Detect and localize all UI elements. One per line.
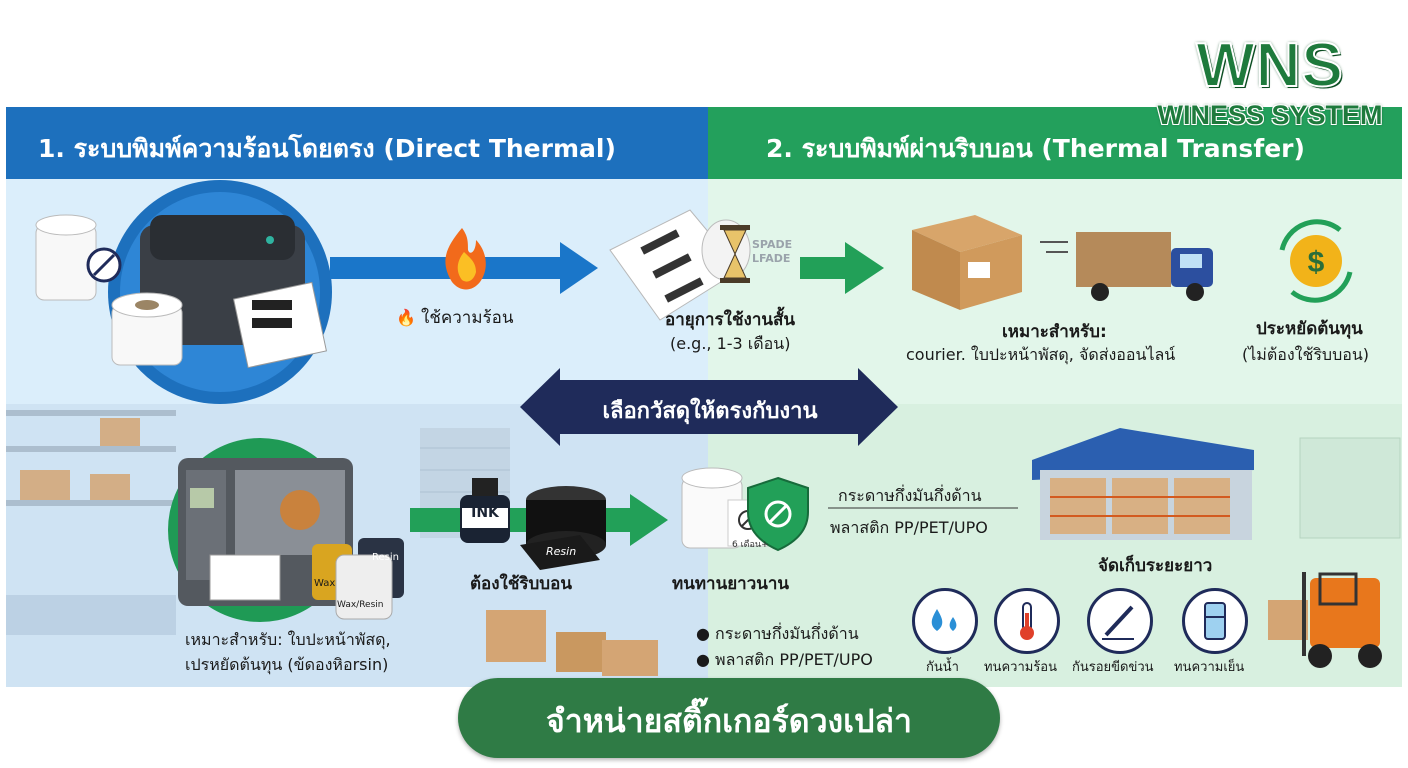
bullet-1: ● กระดาษกึ่งมันกึ่งด้าน	[696, 624, 859, 643]
blank-label-rolls	[35, 214, 183, 366]
storage-label: จัดเก็บระยะยาว	[1098, 556, 1213, 576]
ribbon-required-label: ต้องใช้ริบบอน	[470, 574, 572, 594]
ribbon-rolls-illustration	[312, 538, 404, 620]
logo-sub-text: WINESS SYSTEM	[1157, 100, 1383, 130]
to-courier-arrow	[800, 242, 884, 294]
thermal-transfer-title: 2. ระบบพิมพ์ผ่านริบบอน (Thermal Transfer…	[766, 134, 1305, 163]
roll-waxresin-label: Wax/Resin	[337, 600, 384, 610]
blank-sticker-banner: จำหน่ายสติ๊กเกอร์ดวงเปล่า	[458, 678, 1000, 758]
waterproof-icon	[912, 588, 978, 654]
center-banner-text: เลือกวัสดุให้ตรงกับงาน	[602, 399, 818, 424]
feature-label-3: กันรอยขีดข่วน	[1072, 660, 1154, 675]
svg-text:$: $	[1308, 246, 1325, 279]
cost-saving-dollar-icon: $	[1279, 219, 1353, 303]
material-1: กระดาษกึ่งมันกึ่งด้าน	[838, 486, 982, 505]
parcel-box-illustration	[912, 215, 1022, 310]
lifespan-sub: (e.g., 1-3 เดือน)	[670, 334, 791, 353]
heat-label-row: 🔥 ใช้ความร้อน	[396, 304, 514, 331]
fridge-icon	[1182, 588, 1248, 654]
ink-label: INK	[471, 505, 499, 521]
bullet-2: ● พลาสติก PP/PET/UPO	[696, 650, 873, 669]
save-cost-sub: (ไม่ต้องใช้ริบบอน)	[1242, 345, 1370, 364]
small-flame-icon: 🔥	[396, 308, 416, 327]
fade-watermark-line-2: LFADE	[752, 252, 791, 265]
shield-icon	[747, 476, 809, 552]
suitable-line-2: เปรหยัดต้นทุน (ข้ดองหิอrsin)	[185, 655, 389, 674]
save-cost-label: ประหยัดต้นทุน	[1256, 319, 1363, 339]
lifespan-label: อายุการใช้งานสั้น	[665, 310, 795, 330]
durable-badge: 6 เดือน+	[732, 540, 769, 550]
industrial-printer-illustration	[168, 438, 353, 622]
wns-logo: WNS WINESS SYSTEM	[1150, 30, 1390, 135]
fade-watermark-line-1: SPADE	[752, 238, 793, 251]
roll-resin-label: Resin	[372, 552, 399, 563]
bullet-1-text: กระดาษกึ่งมันกึ่งด้าน	[715, 624, 859, 643]
suitable-label: เหมาะสำหรับ:	[1002, 322, 1107, 342]
direct-thermal-header: 1. ระบบพิมพ์ความร้อนโดยตรง (Direct Therm…	[6, 107, 708, 179]
feature-label-2: ทนความร้อน	[984, 660, 1057, 675]
feature-label-4: ทนความเย็น	[1174, 660, 1245, 675]
material-2: พลาสติก PP/PET/UPO	[830, 518, 988, 537]
thermometer-icon	[994, 588, 1060, 654]
heat-label: ใช้ความร้อน	[421, 308, 514, 328]
suitable-line-1: เหมาะสำหรับ: ใบปะหน้าพัสดุ,	[185, 630, 391, 649]
ink-bottle-illustration	[460, 478, 510, 543]
flame-illustration	[445, 228, 486, 290]
bullet-2-text: พลาสติก PP/PET/UPO	[715, 650, 873, 669]
roll-wax-label: Wax	[314, 578, 336, 589]
resin-label: Resin	[546, 545, 577, 558]
center-double-arrow	[520, 368, 898, 446]
forklift-illustration	[1268, 572, 1382, 668]
direct-thermal-title: 1. ระบบพิมพ์ความร้อนโดยตรง (Direct Therm…	[38, 134, 616, 163]
logo-main-text: WNS	[1195, 30, 1344, 101]
resin-ribbon-illustration	[520, 486, 606, 570]
durable-label: ทนทานยาวนาน	[672, 574, 790, 594]
feature-label-1: กันน้ำ	[926, 660, 959, 675]
delivery-truck-illustration	[1040, 232, 1213, 301]
scratch-resistant-icon	[1087, 588, 1153, 654]
bottom-boxes-illustration	[486, 610, 658, 676]
hourglass-icon	[720, 225, 750, 283]
direct-thermal-printer-illustration	[108, 180, 332, 404]
fade-watermark: SPADE LFADE	[752, 238, 792, 266]
warehouse-illustration	[1032, 428, 1401, 540]
thermal-transfer-header: 2. ระบบพิมพ์ผ่านริบบอน (Thermal Transfer…	[708, 107, 1402, 179]
suitable-text: courier. ใบปะหน้าพัสดุ, จัดส่งออนไลน์	[906, 345, 1176, 364]
blank-sticker-banner-text: จำหน่ายสติ๊กเกอร์ดวงเปล่า	[545, 702, 912, 740]
